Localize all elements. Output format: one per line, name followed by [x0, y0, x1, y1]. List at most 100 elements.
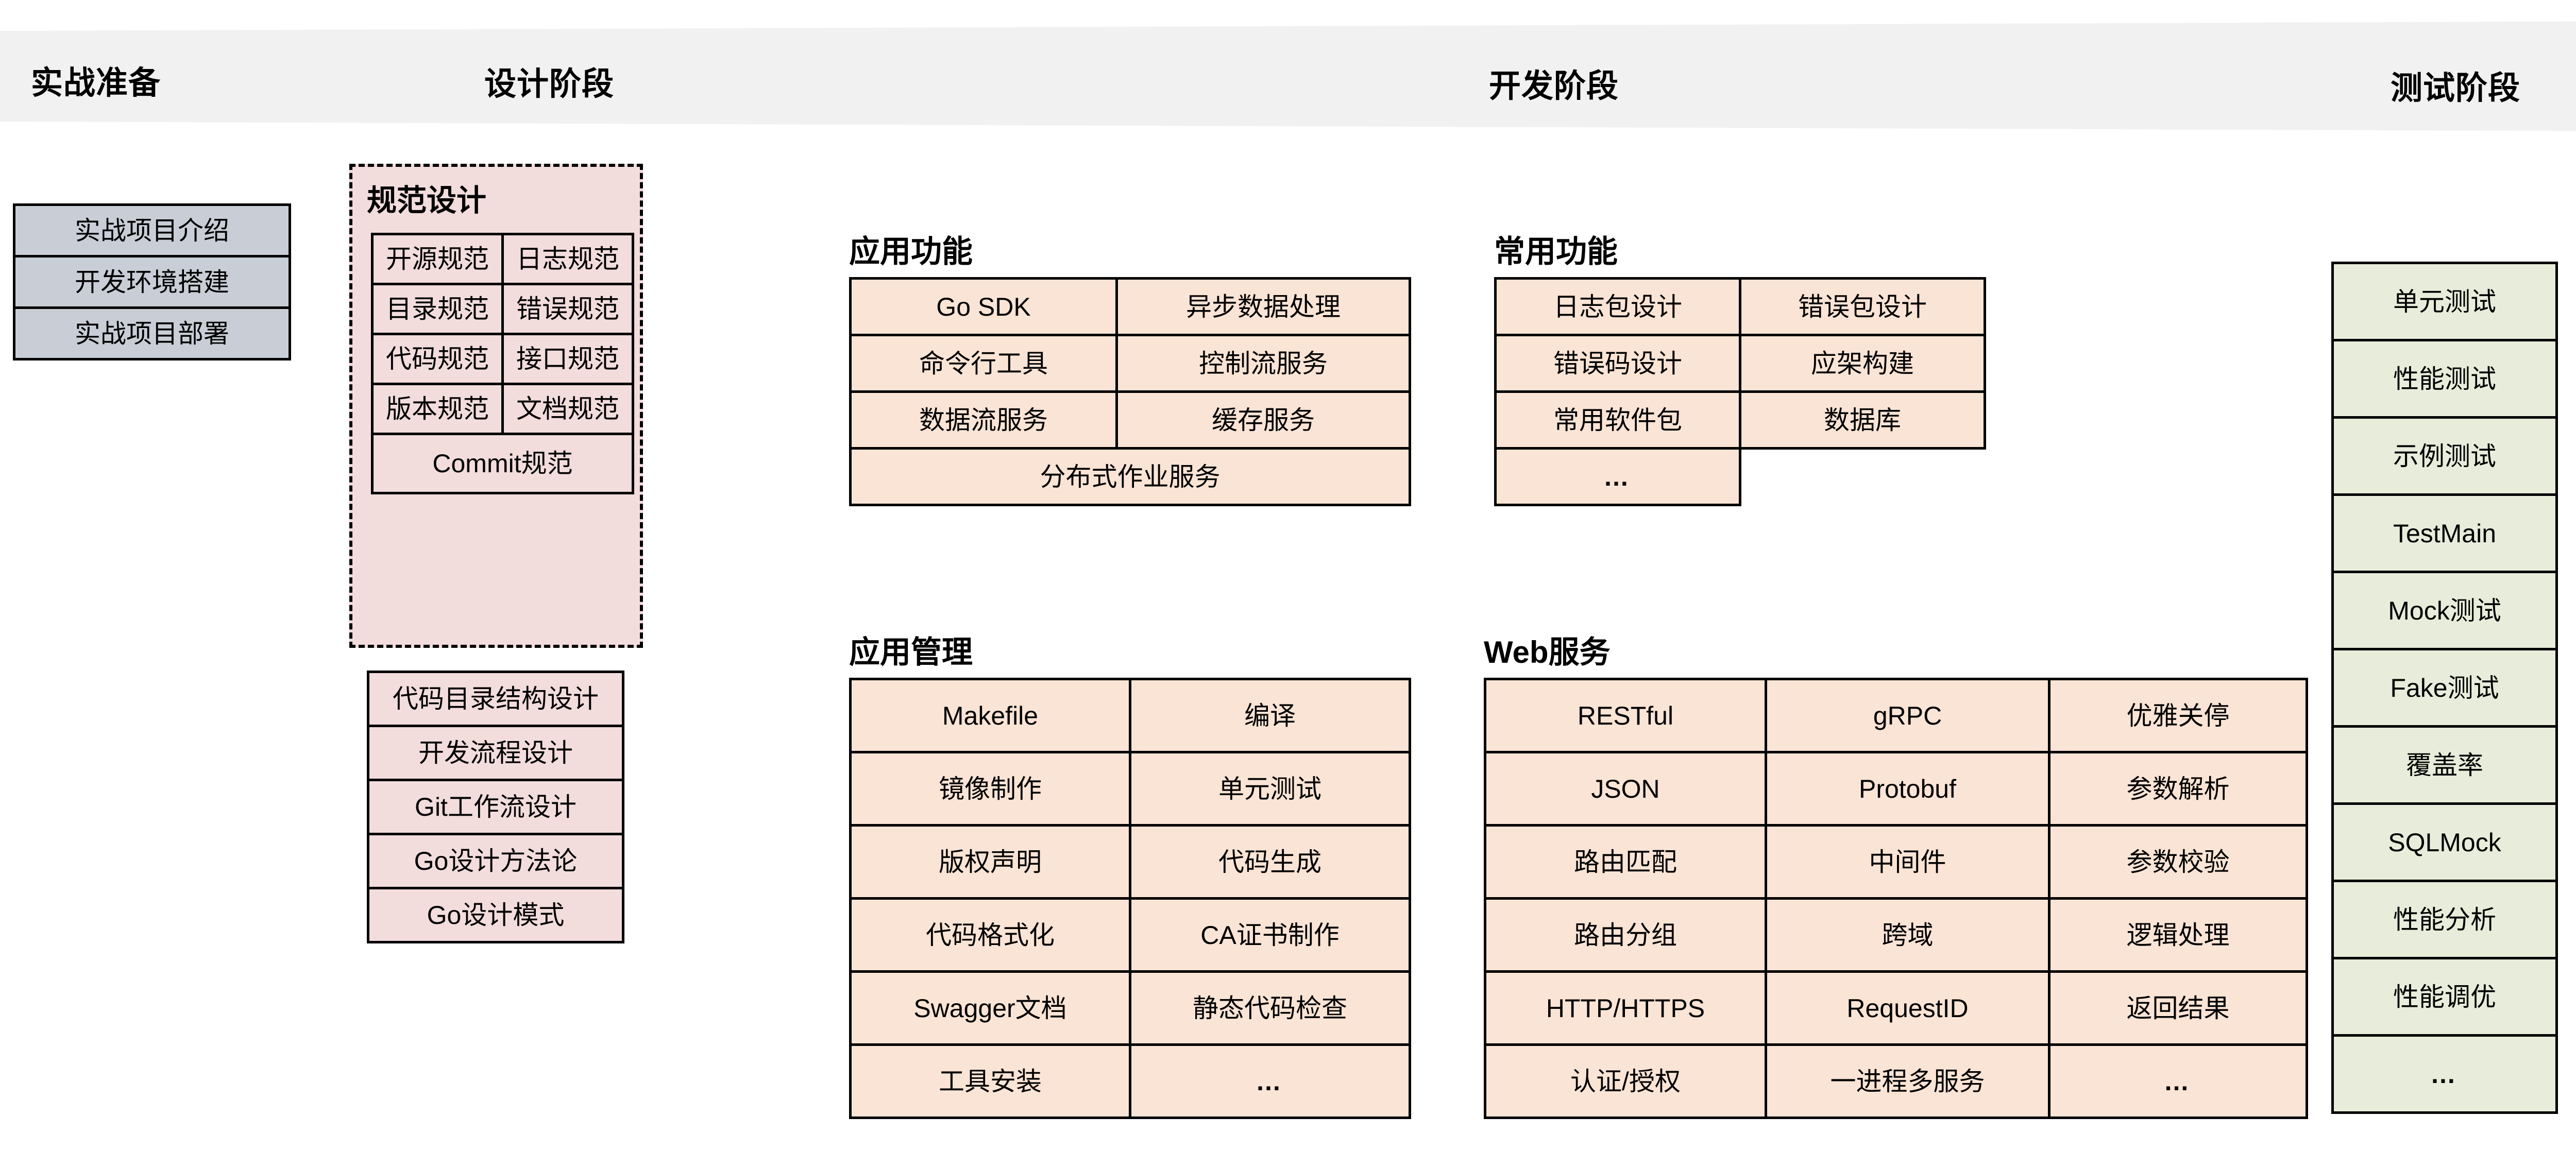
- appmgmt-cell-5-1[interactable]: …: [1129, 1043, 1411, 1119]
- table-row[interactable]: 覆盖率: [2331, 725, 2558, 805]
- appmgmt-cell-0-0[interactable]: Makefile: [849, 678, 1131, 753]
- spec-cell-0-1[interactable]: 日志规范: [501, 233, 634, 285]
- appmgmt-cell-3-0[interactable]: 代码格式化: [849, 897, 1131, 973]
- table-row[interactable]: 实战项目介绍: [13, 203, 291, 257]
- spec-cell-1-0[interactable]: 目录规范: [371, 283, 504, 335]
- table-row[interactable]: 代码格式化 CA证书制作: [849, 897, 1411, 973]
- table-row[interactable]: 性能分析: [2331, 880, 2558, 959]
- spec-cell-1-1[interactable]: 错误规范: [501, 283, 634, 335]
- web-cell-2-2[interactable]: 参数校验: [2048, 824, 2308, 900]
- appmgmt-cell-4-0[interactable]: Swagger文档: [849, 970, 1131, 1046]
- table-row[interactable]: Go SDK 异步数据处理: [849, 277, 1411, 336]
- web-cell-1-2[interactable]: 参数解析: [2048, 751, 2308, 827]
- test-item-0[interactable]: 单元测试: [2331, 262, 2558, 341]
- commfeat-cell-1-0[interactable]: 错误码设计: [1494, 334, 1741, 393]
- table-row[interactable]: Mock测试: [2331, 571, 2558, 650]
- appmgmt-cell-1-0[interactable]: 镜像制作: [849, 751, 1131, 827]
- table-row[interactable]: 数据流服务 缓存服务: [849, 390, 1411, 450]
- table-row[interactable]: Git工作流设计: [367, 779, 624, 835]
- table-row[interactable]: 版权声明 代码生成: [849, 824, 1411, 900]
- commfeat-cell-1-1[interactable]: 应架构建: [1739, 334, 1986, 393]
- test-item-4[interactable]: Mock测试: [2331, 571, 2558, 650]
- table-row[interactable]: 性能测试: [2331, 339, 2558, 419]
- web-cell-5-2[interactable]: …: [2048, 1043, 2308, 1119]
- table-row[interactable]: RESTful gRPC 优雅关停: [1484, 678, 2308, 753]
- commfeat-cell-dots[interactable]: …: [1494, 447, 1741, 506]
- table-row[interactable]: Go设计方法论: [367, 833, 624, 889]
- web-cell-1-0[interactable]: JSON: [1484, 751, 1767, 827]
- web-cell-4-0[interactable]: HTTP/HTTPS: [1484, 970, 1767, 1046]
- table-row[interactable]: 目录规范 错误规范: [371, 283, 634, 335]
- table-row[interactable]: TestMain: [2331, 493, 2558, 573]
- appfeat-cell-full[interactable]: 分布式作业服务: [849, 447, 1411, 506]
- test-item-6[interactable]: 覆盖率: [2331, 725, 2558, 805]
- table-row[interactable]: 代码规范 接口规范: [371, 333, 634, 385]
- appfeat-cell-0-0[interactable]: Go SDK: [849, 277, 1118, 336]
- web-cell-0-1[interactable]: gRPC: [1765, 678, 2050, 753]
- table-row[interactable]: 代码目录结构设计: [367, 671, 624, 727]
- table-row[interactable]: 命令行工具 控制流服务: [849, 334, 1411, 393]
- commfeat-cell-2-1[interactable]: 数据库: [1739, 390, 1986, 450]
- spec-cell-2-0[interactable]: 代码规范: [371, 333, 504, 385]
- web-cell-3-0[interactable]: 路由分组: [1484, 897, 1767, 973]
- table-row[interactable]: 示例测试: [2331, 416, 2558, 496]
- prep-item-1[interactable]: 开发环境搭建: [13, 255, 291, 309]
- methodology-item-0[interactable]: 代码目录结构设计: [367, 671, 624, 727]
- table-row[interactable]: Commit规范: [371, 433, 634, 494]
- prep-item-0[interactable]: 实战项目介绍: [13, 203, 291, 257]
- table-row[interactable]: 单元测试: [2331, 262, 2558, 341]
- spec-cell-3-0[interactable]: 版本规范: [371, 383, 504, 435]
- table-row[interactable]: HTTP/HTTPS RequestID 返回结果: [1484, 970, 2308, 1046]
- appmgmt-cell-3-1[interactable]: CA证书制作: [1129, 897, 1411, 973]
- web-cell-3-1[interactable]: 跨域: [1765, 897, 2050, 973]
- appmgmt-cell-4-1[interactable]: 静态代码检查: [1129, 970, 1411, 1046]
- table-row[interactable]: 日志包设计 错误包设计: [1494, 277, 1986, 336]
- spec-cell-0-0[interactable]: 开源规范: [371, 233, 504, 285]
- appfeat-cell-1-0[interactable]: 命令行工具: [849, 334, 1118, 393]
- test-item-9[interactable]: 性能调优: [2331, 957, 2558, 1037]
- web-cell-2-1[interactable]: 中间件: [1765, 824, 2050, 900]
- spec-cell-commit[interactable]: Commit规范: [371, 433, 634, 494]
- spec-cell-2-1[interactable]: 接口规范: [501, 333, 634, 385]
- test-item-1[interactable]: 性能测试: [2331, 339, 2558, 419]
- table-row[interactable]: JSON Protobuf 参数解析: [1484, 751, 2308, 827]
- test-item-5[interactable]: Fake测试: [2331, 648, 2558, 728]
- table-row[interactable]: 错误码设计 应架构建: [1494, 334, 1986, 393]
- appmgmt-cell-1-1[interactable]: 单元测试: [1129, 751, 1411, 827]
- commfeat-cell-0-1[interactable]: 错误包设计: [1739, 277, 1986, 336]
- table-row[interactable]: 路由匹配 中间件 参数校验: [1484, 824, 2308, 900]
- spec-cell-3-1[interactable]: 文档规范: [501, 383, 634, 435]
- methodology-item-2[interactable]: Git工作流设计: [367, 779, 624, 835]
- table-row[interactable]: Swagger文档 静态代码检查: [849, 970, 1411, 1046]
- table-row[interactable]: 版本规范 文档规范: [371, 383, 634, 435]
- appfeat-cell-1-1[interactable]: 控制流服务: [1115, 334, 1411, 393]
- test-item-10[interactable]: …: [2331, 1034, 2558, 1114]
- test-item-7[interactable]: SQLMock: [2331, 802, 2558, 882]
- web-cell-5-0[interactable]: 认证/授权: [1484, 1043, 1767, 1119]
- methodology-item-1[interactable]: 开发流程设计: [367, 725, 624, 781]
- web-cell-1-1[interactable]: Protobuf: [1765, 751, 2050, 827]
- table-row[interactable]: 开发流程设计: [367, 725, 624, 781]
- table-row[interactable]: 常用软件包 数据库: [1494, 390, 1986, 450]
- table-row[interactable]: 实战项目部署: [13, 306, 291, 360]
- table-row[interactable]: 路由分组 跨域 逻辑处理: [1484, 897, 2308, 973]
- appmgmt-cell-2-1[interactable]: 代码生成: [1129, 824, 1411, 900]
- table-row[interactable]: Makefile 编译: [849, 678, 1411, 753]
- table-row[interactable]: …: [2331, 1034, 2558, 1114]
- table-row[interactable]: 开源规范 日志规范: [371, 233, 634, 285]
- appfeat-cell-2-0[interactable]: 数据流服务: [849, 390, 1118, 450]
- appmgmt-cell-5-0[interactable]: 工具安装: [849, 1043, 1131, 1119]
- appfeat-cell-2-1[interactable]: 缓存服务: [1115, 390, 1411, 450]
- commfeat-cell-0-0[interactable]: 日志包设计: [1494, 277, 1741, 336]
- web-cell-2-0[interactable]: 路由匹配: [1484, 824, 1767, 900]
- table-row[interactable]: Go设计模式: [367, 887, 624, 943]
- web-cell-3-2[interactable]: 逻辑处理: [2048, 897, 2308, 973]
- test-item-8[interactable]: 性能分析: [2331, 880, 2558, 959]
- table-row[interactable]: 分布式作业服务: [849, 447, 1411, 506]
- web-cell-4-1[interactable]: RequestID: [1765, 970, 2050, 1046]
- table-row[interactable]: 镜像制作 单元测试: [849, 751, 1411, 827]
- web-cell-5-1[interactable]: 一进程多服务: [1765, 1043, 2050, 1119]
- appmgmt-cell-2-0[interactable]: 版权声明: [849, 824, 1131, 900]
- test-item-2[interactable]: 示例测试: [2331, 416, 2558, 496]
- methodology-item-3[interactable]: Go设计方法论: [367, 833, 624, 889]
